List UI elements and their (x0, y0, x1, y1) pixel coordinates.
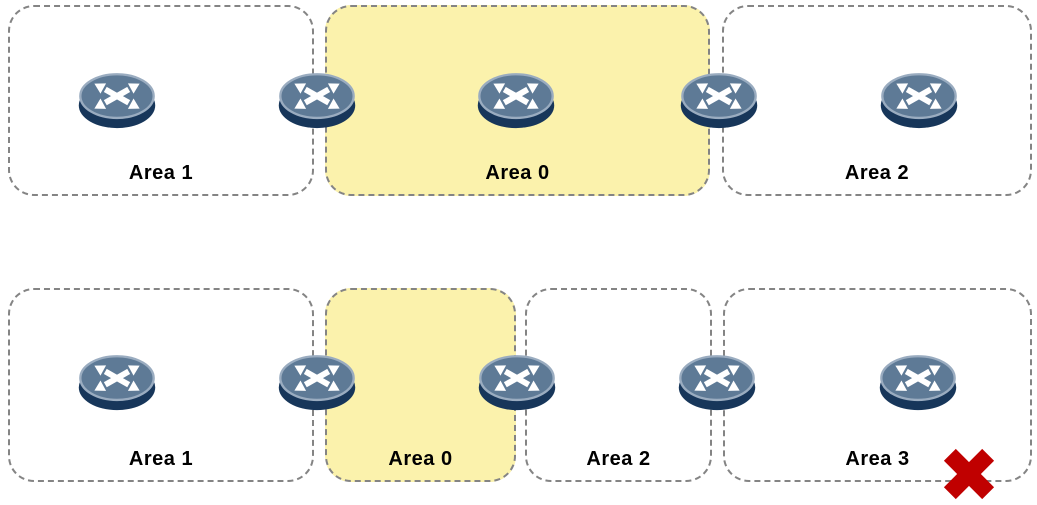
router-icon-abr-area1-area0 (278, 350, 356, 414)
router-icon-abr-area1-area0 (278, 68, 356, 132)
top-area-1-box: Area 1 (8, 5, 314, 196)
bottom-area-2-label: Area 2 (586, 448, 651, 470)
router-icon-area2-internal (880, 68, 958, 132)
router-icon-abr-area0-area2 (680, 68, 758, 132)
bottom-area-1-box: Area 1 (8, 288, 314, 482)
router-icon-abr-area0-area2 (478, 350, 556, 414)
top-area-2-box: Area 2 (722, 5, 1032, 196)
bottom-area-1-label: Area 1 (128, 448, 194, 470)
top-area-2-label: Area 2 (844, 162, 910, 184)
router-icon-area1-internal (78, 68, 156, 132)
router-icon-area0-backbone (477, 68, 555, 132)
red-x-icon (941, 446, 997, 502)
top-area-1-label: Area 1 (128, 162, 194, 184)
router-icon-area1-internal (78, 350, 156, 414)
bottom-area-3-box: Area 3 (723, 288, 1032, 482)
router-icon-abr-area2-area3 (678, 350, 756, 414)
router-icon-area3-internal (879, 350, 957, 414)
top-area-0-label: Area 0 (485, 162, 550, 184)
bottom-area-3-label: Area 3 (845, 448, 910, 470)
bottom-area-0-label: Area 0 (388, 448, 453, 470)
